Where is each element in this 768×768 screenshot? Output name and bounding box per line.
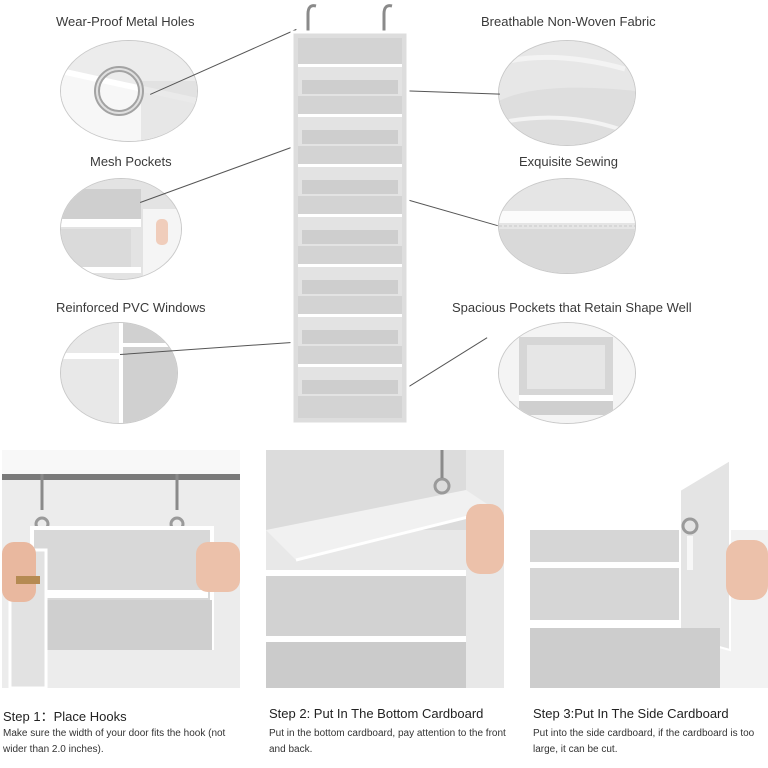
organizer-pocket-trim (298, 364, 402, 367)
pvc-windows-label: Reinforced PVC Windows (56, 300, 206, 315)
step-3-image (530, 450, 768, 688)
step-3-description: Put into the side cardboard, if the card… (533, 728, 755, 755)
spacious-pockets-label: Spacious Pockets that Retain Shape Well (452, 300, 692, 315)
step-3-title: Step 3:Put In The Side Cardboard (533, 706, 729, 721)
organizer-pvc-window (302, 380, 398, 394)
organizer-pvc-window (302, 80, 398, 94)
organizer-pvc-window (302, 130, 398, 144)
step-1-image (2, 450, 240, 688)
feature-section: Wear-Proof Metal Holes Mesh Pockets Rein… (56, 0, 692, 430)
step-2-image (266, 450, 504, 688)
mesh-pocket-detail-image (60, 178, 182, 280)
fabric-detail-image (498, 40, 636, 146)
non-woven-label: Breathable Non-Woven Fabric (481, 14, 656, 29)
organizer-pocket-trim (298, 214, 402, 217)
sewing-detail-image (498, 178, 636, 274)
organizer-pocket-trim (298, 64, 402, 67)
organizer-pvc-window (302, 180, 398, 194)
step-2-title: Step 2: Put In The Bottom Cardboard (269, 706, 484, 721)
organizer-product-image (288, 0, 412, 430)
step-1-description: Make sure the width of your door fits th… (3, 728, 226, 755)
metal-hole-detail-image (60, 40, 198, 142)
organizer-pocket-trim (298, 264, 402, 267)
organizer-pocket-trim (298, 314, 402, 317)
spacious-pocket-detail-image (498, 322, 636, 424)
wear-proof-label: Wear-Proof Metal Holes (56, 14, 195, 29)
organizer-pocket-trim (298, 164, 402, 167)
organizer-pvc-window (302, 280, 398, 294)
sewing-label: Exquisite Sewing (519, 154, 618, 169)
organizer-pvc-window (302, 330, 398, 344)
organizer-pvc-window (302, 230, 398, 244)
pvc-window-detail-image (60, 322, 178, 424)
step-1-title: Step 1：Place Hooks (3, 709, 127, 724)
mesh-pockets-label: Mesh Pockets (90, 154, 172, 169)
organizer-pocket-trim (298, 114, 402, 117)
step-2-description: Put in the bottom cardboard, pay attenti… (269, 728, 506, 755)
